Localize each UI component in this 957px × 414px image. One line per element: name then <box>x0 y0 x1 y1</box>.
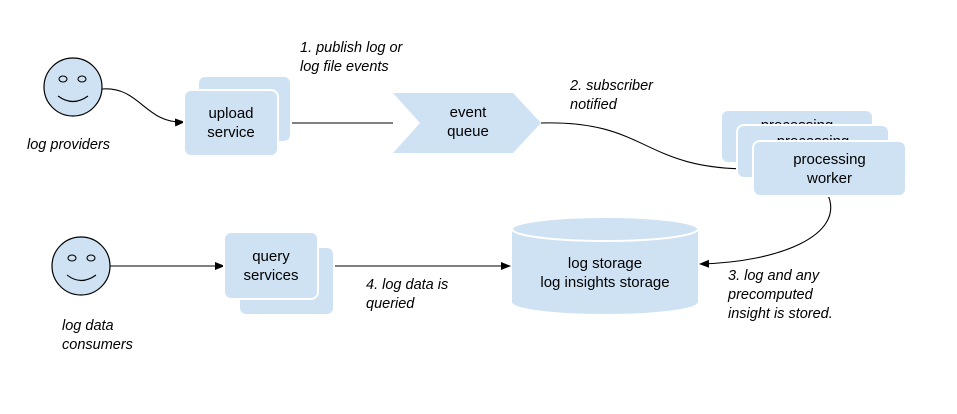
processing-worker-node[interactable]: processing worker <box>754 142 905 195</box>
query-services-node[interactable]: query services <box>225 233 317 298</box>
query-services-label: query services <box>243 247 299 284</box>
processing-worker-stack-label-2: processing <box>776 133 850 144</box>
storage-cylinder-shape <box>511 216 699 314</box>
step-2-label: 2. subscriber notified <box>570 78 654 113</box>
provider-to-upload-arrow <box>101 88 185 127</box>
processing-worker-label: processing worker <box>793 150 866 187</box>
log-providers-label: log providers <box>27 137 111 153</box>
log-provider-smiley-icon <box>43 57 103 117</box>
upload-service-node[interactable]: upload service <box>185 91 277 155</box>
log-consumers-label: log data consumers <box>62 318 133 353</box>
step-3-label: 3. log and any precomputed insight is st… <box>728 268 833 322</box>
event-queue-shape <box>393 93 541 153</box>
storage-label: log storage log insights storage <box>540 255 670 291</box>
log-consumer-smiley-icon <box>51 236 111 296</box>
upload-service-label: upload service <box>207 105 255 141</box>
queue-to-worker-arrow <box>540 122 755 174</box>
processing-worker-stack-label-1: processing <box>760 117 834 128</box>
step-4-label: 4. log data is queried <box>366 277 449 312</box>
event-queue-label: event queue <box>447 104 489 140</box>
step-1-label: 1. publish log or log file events <box>300 40 403 75</box>
worker-to-storage-arrow <box>699 194 832 268</box>
